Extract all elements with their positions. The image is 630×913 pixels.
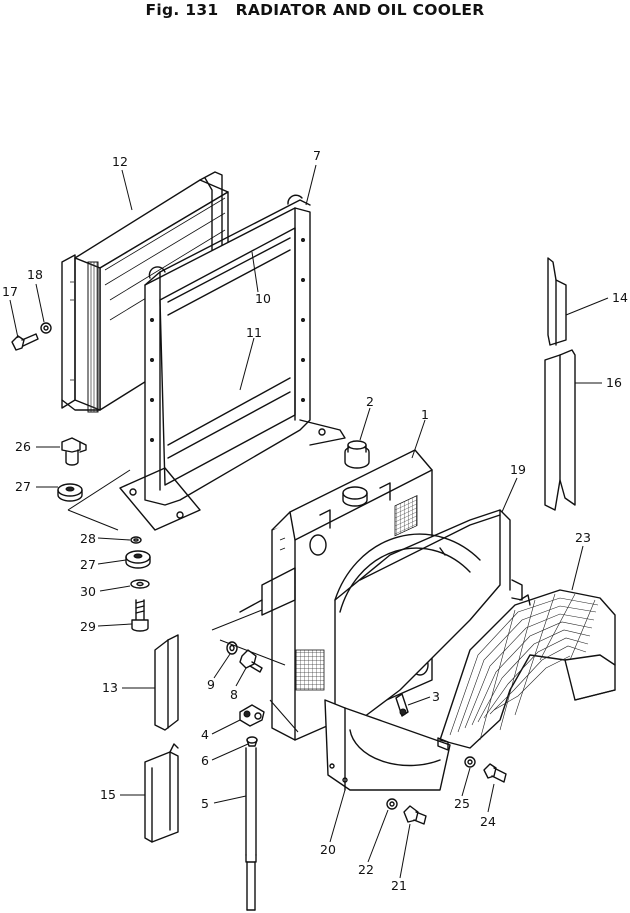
callout-21: 21 bbox=[391, 878, 407, 893]
figure-title: Fig. 131 RADIATOR AND OIL COOLER bbox=[145, 1, 485, 19]
callout-14: 14 bbox=[612, 290, 628, 305]
hose-clip bbox=[246, 736, 258, 747]
fan-guard bbox=[437, 589, 616, 751]
washer-22 bbox=[386, 798, 398, 810]
bolt-17 bbox=[11, 333, 39, 351]
radiator-frame bbox=[119, 194, 346, 531]
bolt-21 bbox=[403, 805, 427, 825]
callout-25: 25 bbox=[454, 796, 470, 811]
washer-30 bbox=[130, 579, 150, 589]
callout-18: 18 bbox=[27, 267, 43, 282]
callout-1: 1 bbox=[421, 407, 429, 422]
callout-leaders bbox=[9, 164, 609, 879]
washer-9 bbox=[226, 641, 238, 655]
callout-10: 10 bbox=[255, 291, 271, 306]
callout-24: 24 bbox=[480, 814, 496, 829]
bracket-14 bbox=[547, 257, 567, 346]
callout-22: 22 bbox=[358, 862, 374, 877]
radiator-cap bbox=[344, 440, 370, 469]
callout-9: 9 bbox=[207, 677, 215, 692]
callout-27-upper: 27 bbox=[15, 479, 31, 494]
callout-13: 13 bbox=[102, 680, 118, 695]
cushion-27-lower bbox=[125, 550, 151, 569]
bracket-13 bbox=[154, 634, 179, 731]
mount-26 bbox=[61, 437, 87, 466]
callout-5: 5 bbox=[201, 796, 209, 811]
lower-shroud bbox=[324, 699, 451, 791]
assembly-guide-lines bbox=[67, 469, 299, 733]
callout-23: 23 bbox=[575, 530, 591, 545]
callout-11: 11 bbox=[246, 325, 262, 340]
callout-28: 28 bbox=[80, 531, 96, 546]
washer-25 bbox=[464, 756, 476, 768]
cover-15 bbox=[144, 743, 179, 843]
bolt-8 bbox=[239, 649, 263, 673]
callout-4: 4 bbox=[201, 727, 209, 742]
callout-16: 16 bbox=[606, 375, 622, 390]
callout-6: 6 bbox=[201, 753, 209, 768]
callout-26: 26 bbox=[15, 439, 31, 454]
callout-12: 12 bbox=[112, 154, 128, 169]
callout-20: 20 bbox=[320, 842, 336, 857]
drain-hose bbox=[245, 747, 257, 911]
drain-cock bbox=[395, 693, 409, 717]
washer-18 bbox=[40, 322, 52, 334]
bolt-29 bbox=[131, 599, 149, 632]
valve-fitting bbox=[239, 704, 265, 727]
callout-19: 19 bbox=[510, 462, 526, 477]
callout-3: 3 bbox=[432, 689, 440, 704]
callout-30: 30 bbox=[80, 584, 96, 599]
collar-28 bbox=[130, 536, 142, 544]
callout-29: 29 bbox=[80, 619, 96, 634]
callout-17: 17 bbox=[2, 284, 18, 299]
cover-16 bbox=[544, 349, 576, 511]
callout-labels: 1 2 3 4 5 6 7 8 9 10 11 12 13 14 15 16 1… bbox=[2, 148, 628, 893]
callout-15: 15 bbox=[100, 787, 116, 802]
callout-27-lower: 27 bbox=[80, 557, 96, 572]
callout-8: 8 bbox=[230, 687, 238, 702]
bolt-24 bbox=[483, 763, 507, 783]
callout-7: 7 bbox=[313, 148, 321, 163]
cushion-27-upper bbox=[57, 483, 83, 502]
callout-2: 2 bbox=[366, 394, 374, 409]
